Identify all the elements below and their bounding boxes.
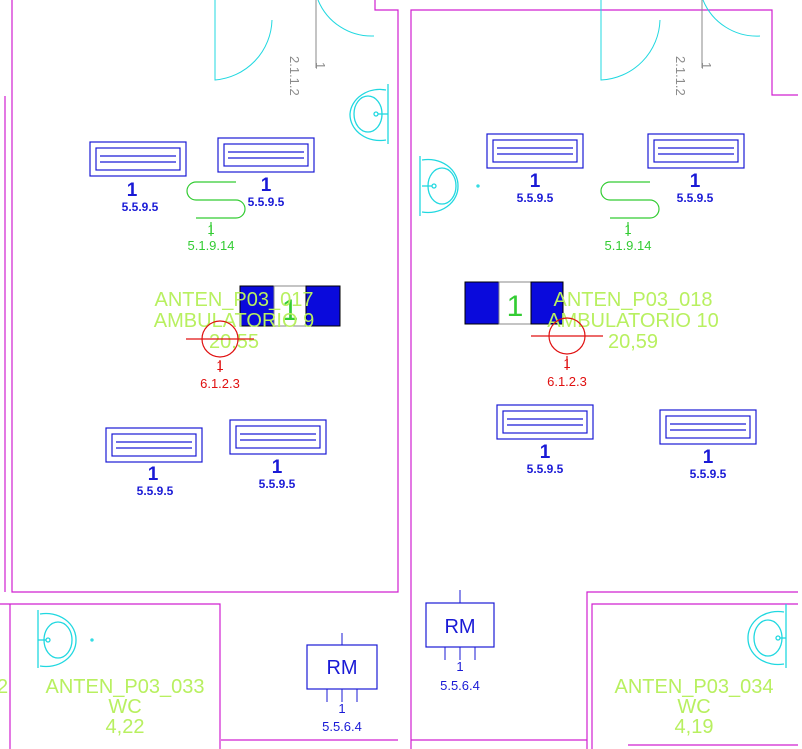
fixture-count: 1 xyxy=(272,457,283,478)
rm-code: 5.5.6.4 xyxy=(322,719,362,734)
fixture-code: 5.5.9.5 xyxy=(677,191,714,205)
detector-code: 6.1.2.3 xyxy=(200,376,240,391)
door-tag-code: 2.1.1.2 xyxy=(287,56,302,96)
rm-label: RM xyxy=(326,657,357,679)
room-area: 20,55 xyxy=(209,331,259,353)
room-area: 4,22 xyxy=(106,716,145,738)
room-label-018: ANTEN_P03_018 AMBULATORIO 10 20,59 xyxy=(547,289,719,353)
wall-wc-right xyxy=(591,603,798,749)
room-label-033: ANTEN_P03_033 WC 4,22 xyxy=(46,676,205,738)
radiator-code: 5.1.9.14 xyxy=(605,238,652,253)
light-fixture-icon xyxy=(217,137,315,173)
sink-icon xyxy=(747,604,787,668)
sink-icon xyxy=(419,156,480,216)
rm-count: 1 xyxy=(338,701,345,716)
fixture-code: 5.5.9.5 xyxy=(248,195,285,209)
door-arc-icon xyxy=(214,0,375,81)
fixture-count: 1 xyxy=(530,171,541,192)
room-label-034: ANTEN_P03_034 WC 4,19 xyxy=(615,676,774,738)
rm-box-left: RM 1 5.5.6.4 xyxy=(306,633,378,734)
door-arc-icon xyxy=(600,0,761,81)
panel-count: 1 xyxy=(507,290,524,323)
fixture-count: 1 xyxy=(127,180,138,201)
light-fixture-icon xyxy=(659,409,757,445)
fixture-count: 1 xyxy=(148,464,159,485)
room-code: ANTEN_P03_034 xyxy=(615,676,774,698)
fixture-count: 1 xyxy=(540,442,551,463)
radiator-icon xyxy=(600,181,660,236)
detector-icon xyxy=(186,320,254,372)
radiator-icon xyxy=(186,181,246,236)
wall-left-room xyxy=(11,0,399,593)
fixture-code: 5.5.9.5 xyxy=(259,477,296,491)
detector-icon xyxy=(531,317,603,370)
door-tag-count: 1 xyxy=(699,62,714,69)
room-code: ANTEN_P03_017 xyxy=(155,289,314,311)
fixture-code: 5.5.9.5 xyxy=(690,467,727,481)
light-fixture-icon xyxy=(496,404,594,440)
wall-panel-left: 1 xyxy=(239,285,341,327)
room-name: AMBULATORIO 9 xyxy=(154,310,314,332)
fixture-code: 5.5.9.5 xyxy=(517,191,554,205)
light-fixture-icon xyxy=(486,133,584,169)
wall-right-lower xyxy=(586,591,798,749)
room-name: WC xyxy=(108,696,141,718)
rm-count: 1 xyxy=(456,659,463,674)
room-label-017: ANTEN_P03_017 AMBULATORIO 9 20,55 xyxy=(154,289,314,353)
fixture-count: 1 xyxy=(703,447,714,468)
room-name: WC xyxy=(677,696,710,718)
room-area: 4,19 xyxy=(675,716,714,738)
door-tag-left: 1 2.1.1.2 xyxy=(287,0,328,96)
doors xyxy=(214,0,761,81)
light-fixture-icon xyxy=(229,419,327,455)
rm-label: RM xyxy=(444,616,475,638)
fixture-count: 1 xyxy=(690,171,701,192)
sink-icon xyxy=(37,610,94,668)
light-fixture-icon xyxy=(89,141,187,177)
room-code: ANTEN_P03_033 xyxy=(46,676,205,698)
detector-count: 1 xyxy=(216,358,223,373)
radiator-count: 1 xyxy=(207,222,214,237)
fixture-code: 5.5.9.5 xyxy=(137,484,174,498)
light-fixture-icon xyxy=(105,427,203,463)
rm-box-right: RM 1 5.5.6.4 xyxy=(425,590,495,693)
sink-icon xyxy=(349,84,389,144)
panel-count: 1 xyxy=(282,294,299,327)
door-tag-right: 1 2.1.1.2 xyxy=(673,0,714,96)
light-fixture-icon xyxy=(647,133,745,169)
rm-code: 5.5.6.4 xyxy=(440,678,480,693)
room-area: 20,59 xyxy=(608,331,658,353)
radiator-count: 1 xyxy=(624,222,631,237)
wall-wc-left xyxy=(0,603,221,749)
room-name: AMBULATORIO 10 xyxy=(547,310,719,332)
wall-right-room xyxy=(410,9,798,749)
edge-label: 2 xyxy=(0,676,8,698)
room-code: ANTEN_P03_018 xyxy=(554,289,713,311)
detector-code: 6.1.2.3 xyxy=(547,374,587,389)
door-tag-count: 1 xyxy=(313,62,328,69)
fixture-count: 1 xyxy=(261,175,272,196)
wall-panel-right: 1 xyxy=(464,281,564,325)
detector-count: 1 xyxy=(563,356,570,371)
radiator-code: 5.1.9.14 xyxy=(188,238,235,253)
wall-bottom-band xyxy=(221,739,798,746)
fixture-code: 5.5.9.5 xyxy=(527,462,564,476)
door-tag-code: 2.1.1.2 xyxy=(673,56,688,96)
fixture-code: 5.5.9.5 xyxy=(122,200,159,214)
